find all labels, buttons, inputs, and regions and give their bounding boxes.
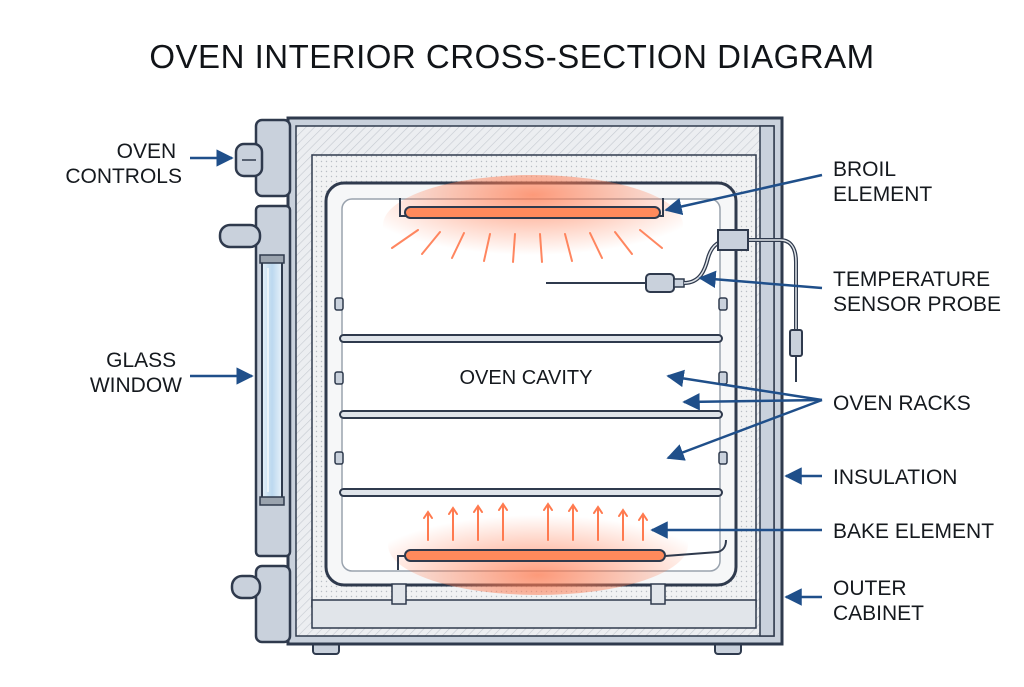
label-oven-racks: OVEN RACKS [833, 392, 971, 415]
label-outer-cabinet-line2: CABINET [833, 602, 924, 625]
label-outer-cabinet: OUTER CABINET [833, 577, 924, 625]
label-glass-window-line1: GLASS [106, 349, 176, 372]
label-temperature-sensor-probe: TEMPERATURE SENSOR PROBE [833, 268, 1001, 316]
diagram-title: OVEN INTERIOR CROSS-SECTION DIAGRAM [149, 38, 874, 75]
oven-rack-middle [339, 410, 723, 419]
label-oven-controls-line2: CONTROLS [65, 165, 182, 188]
label-oven-cavity: OVEN CAVITY [460, 367, 593, 389]
control-knob-icon [234, 142, 264, 178]
label-glass-window-line2: WINDOW [90, 374, 182, 397]
bake-element [388, 495, 727, 605]
label-temperature-probe-line1: TEMPERATURE [833, 268, 990, 291]
door-handle-icon [218, 223, 262, 249]
door-hinge-icon [230, 574, 262, 600]
label-temperature-probe-line2: SENSOR PROBE [833, 293, 1001, 316]
arrow-temperature-probe [698, 270, 823, 290]
arrow-broil-element [664, 173, 823, 216]
label-insulation: INSULATION [833, 466, 957, 489]
callout-arrows [190, 149, 823, 606]
label-broil-element-line1: BROIL [833, 158, 895, 181]
arrow-oven-rack-middle [682, 393, 823, 411]
oven-rack-bottom [339, 488, 723, 497]
label-oven-controls-line1: OVEN [117, 140, 177, 163]
rack-supports [334, 297, 728, 465]
label-broil-element-line2: ELEMENT [833, 183, 932, 206]
broil-element [383, 175, 683, 275]
label-broil-element: BROIL ELEMENT [833, 158, 932, 206]
label-bake-element: BAKE ELEMENT [833, 520, 994, 543]
glass-window-pane [259, 254, 285, 506]
label-oven-controls: OVEN CONTROLS [65, 140, 182, 188]
label-outer-cabinet-line1: OUTER [833, 577, 907, 600]
label-glass-window: GLASS WINDOW [90, 349, 182, 397]
oven-rack-top [339, 334, 723, 343]
arrow-oven-rack-bottom [666, 398, 823, 461]
arrow-oven-rack-top [666, 369, 823, 402]
